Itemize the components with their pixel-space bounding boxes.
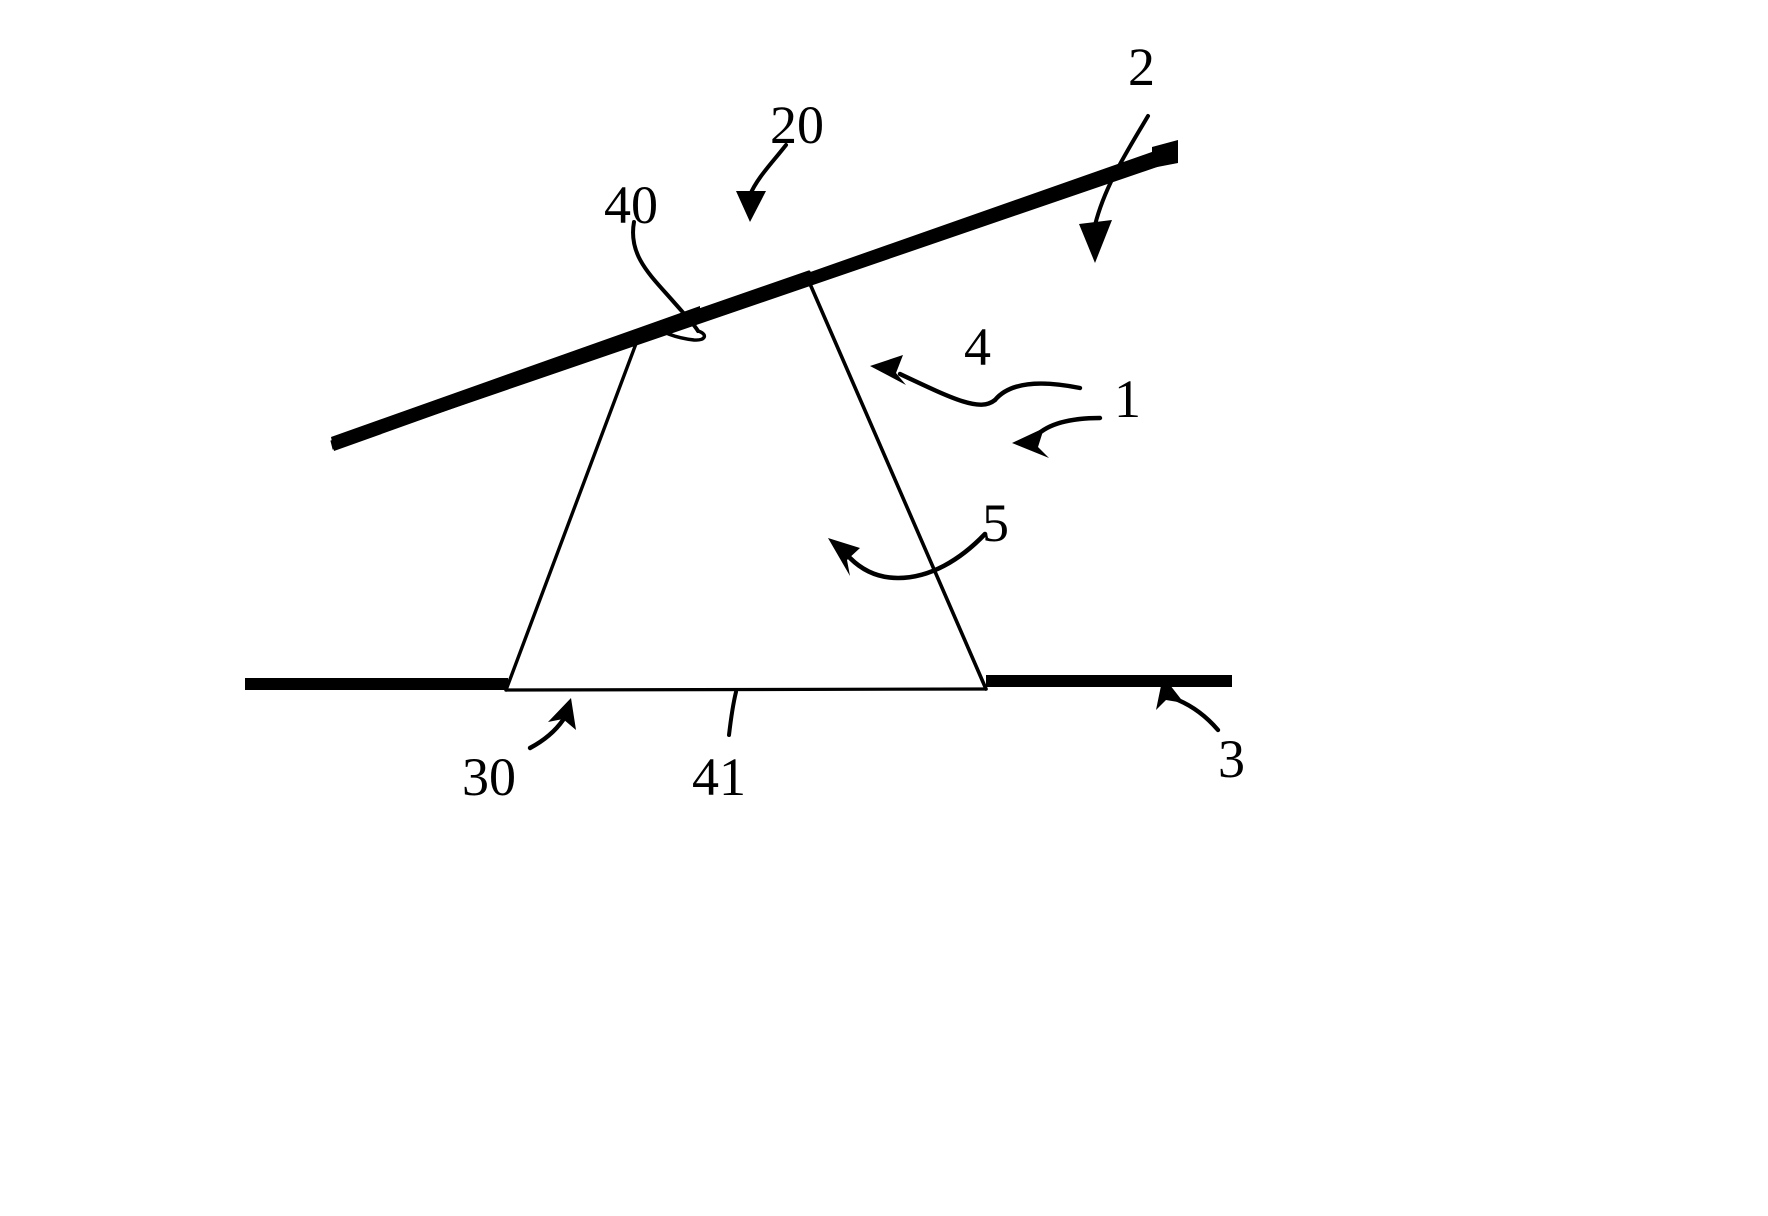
inclined-beam — [330, 140, 1178, 451]
reference-numeral-20: 20 — [770, 95, 824, 155]
reference-numeral-41: 41 — [692, 747, 746, 807]
right-flank-edge — [805, 275, 988, 691]
ground-line — [245, 675, 1232, 690]
trapezoidal-body — [504, 270, 988, 692]
reference-numeral-5: 5 — [982, 493, 1009, 553]
leader-ref-41 — [727, 690, 738, 737]
leader-ref-20 — [736, 143, 788, 222]
reference-numeral-1: 1 — [1114, 369, 1141, 429]
leader-ref-30 — [527, 698, 576, 751]
left-flank-edge — [504, 331, 642, 692]
inclined-beam-left-taper — [331, 306, 700, 451]
leader-ref-3 — [1156, 676, 1221, 733]
lower-interface-edge — [504, 687, 988, 692]
leader-ref-40 — [631, 220, 706, 342]
leader-ref-5 — [828, 531, 988, 581]
leader-ref-4 — [870, 355, 1083, 407]
reference-numeral-30: 30 — [462, 747, 516, 807]
inclined-beam-right-cap — [1152, 140, 1178, 168]
leader-ref-2 — [1079, 114, 1150, 263]
leader-ref-1 — [1012, 415, 1103, 458]
reference-numeral-3: 3 — [1218, 729, 1245, 789]
reference-numeral-2: 2 — [1128, 37, 1155, 97]
reference-numeral-4: 4 — [964, 317, 991, 377]
reference-numeral-40: 40 — [604, 175, 658, 235]
